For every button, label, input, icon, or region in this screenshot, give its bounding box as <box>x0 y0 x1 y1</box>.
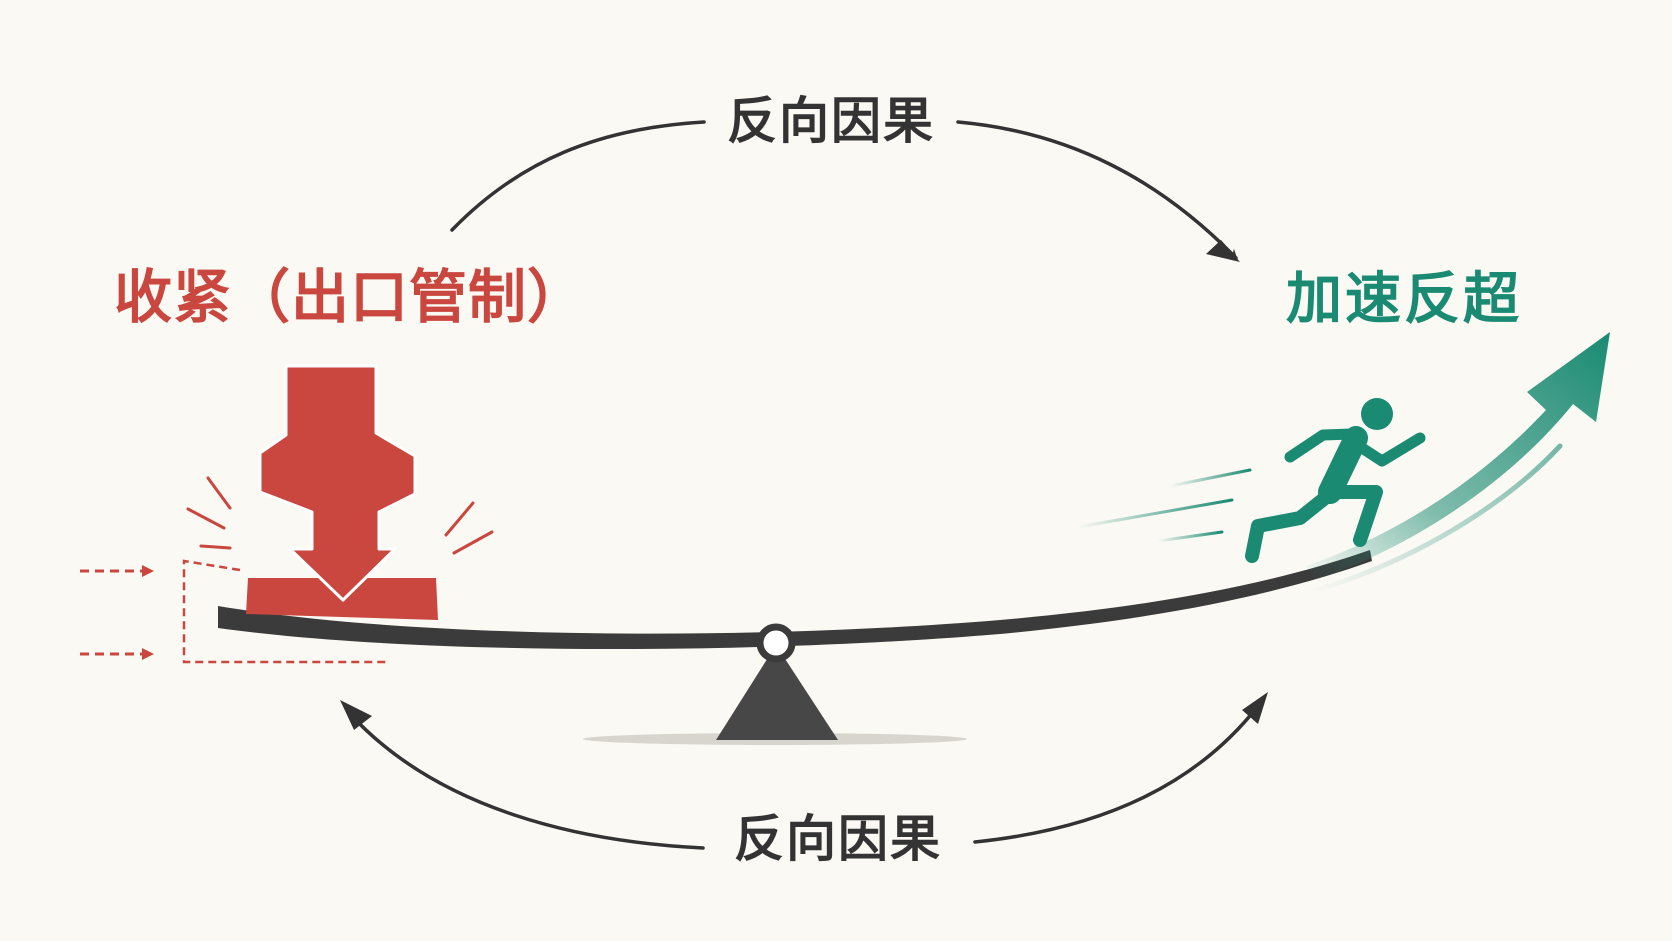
bottom-cycle-arrow-left-segment <box>350 714 705 850</box>
top-cycle-arrow-left-segment <box>450 120 706 232</box>
bottom-right-arrowhead-icon <box>1242 692 1268 724</box>
bottom-cycle-arrow-right-segment <box>973 704 1260 844</box>
bottom-left-arrowhead-icon <box>340 700 372 730</box>
impact-lines-icon <box>186 476 494 555</box>
fulcrum-triangle <box>716 645 838 740</box>
top-arrowhead-icon <box>1206 240 1240 262</box>
rising-arrow-icon <box>1306 332 1610 580</box>
growth-trail <box>1307 443 1563 595</box>
top-cycle-arrow-right-segment <box>956 120 1238 260</box>
original-position-outline <box>182 559 388 664</box>
seesaw-beam <box>218 550 1372 650</box>
tighten-export-control-label: 收紧（出口管制） <box>114 263 587 331</box>
pivot-circle <box>756 623 796 663</box>
top-cycle-label: 反向因果 <box>727 92 935 150</box>
bottom-cycle-label: 反向因果 <box>734 810 942 868</box>
running-person-icon <box>1245 398 1426 563</box>
speed-lines <box>1076 468 1252 543</box>
accelerate-overtake-label: 加速反超 <box>1286 267 1522 332</box>
down-arrow-press-icon <box>258 364 417 602</box>
